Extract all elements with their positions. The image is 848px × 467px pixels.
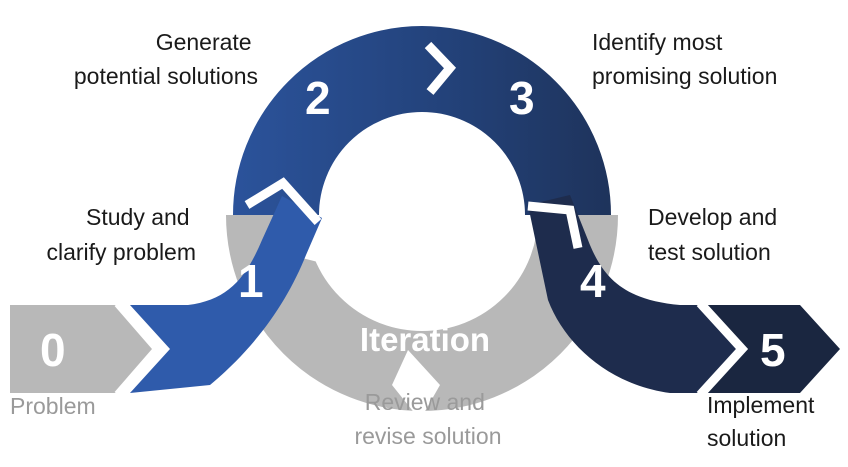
- iteration-label: Review and revise solution: [354, 389, 501, 449]
- step-3-label: Identify most promising solution: [592, 29, 777, 89]
- step-5-number: 5: [760, 324, 786, 376]
- step-0-label: Problem: [10, 393, 96, 419]
- step-1-label: Study and clarify problem: [46, 204, 196, 265]
- step-3-number: 3: [509, 72, 535, 124]
- step-5-label: Implement solution: [707, 392, 821, 451]
- step-2-number: 2: [305, 72, 331, 124]
- chevron-separators: [114, 41, 749, 399]
- step-0-arrow: [10, 305, 160, 393]
- main-process-arc: [233, 26, 611, 215]
- step-1-number: 1: [238, 255, 264, 307]
- step-1-segment: [130, 196, 322, 393]
- step-5-arrow: [705, 305, 840, 393]
- iteration-title: Iteration: [360, 321, 490, 358]
- step-4-label: Develop and test solution: [648, 204, 784, 265]
- step-4-number: 4: [580, 255, 606, 307]
- step-2-label: Generate potential solutions: [74, 29, 258, 89]
- step-0-number: 0: [40, 324, 66, 376]
